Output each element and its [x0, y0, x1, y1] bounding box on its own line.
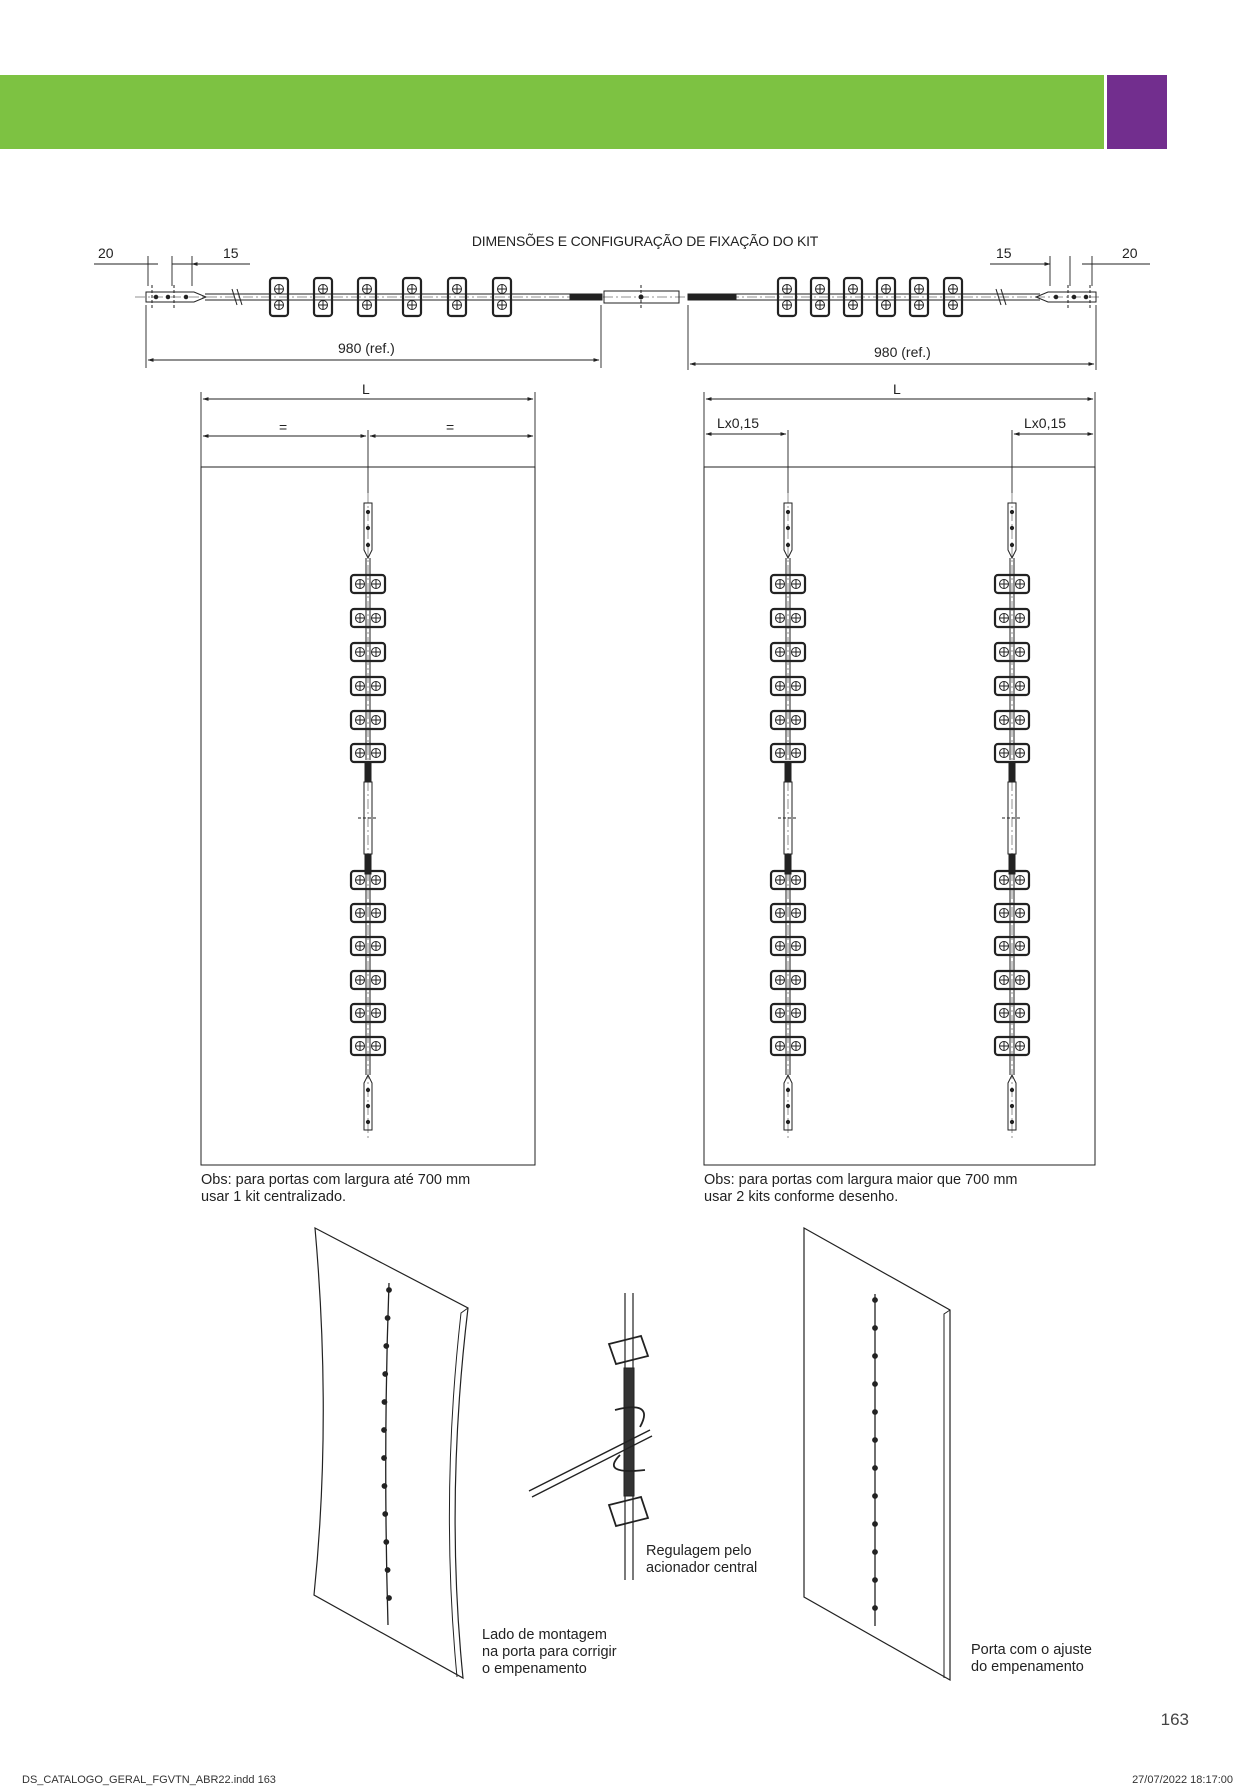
note-left-line2: usar 1 kit centralizado.	[201, 1189, 347, 1205]
diagram-title: DIMENSÕES E CONFIGURAÇÃO DE FIXAÇÃO DO K…	[471, 233, 819, 249]
door-illustrations	[313, 1226, 951, 1682]
bracket-icon	[993, 935, 1031, 957]
panel-left-half-right: =	[446, 419, 455, 435]
door-panels	[200, 466, 1096, 1166]
panel-right-offset-right: Lx0,15	[1024, 415, 1067, 431]
note-left: Obs: para portas com largura até 700 mm …	[201, 1172, 470, 1206]
kit-vertical-icon	[349, 493, 387, 1138]
note-left-line1: Obs: para portas com largura até 700 mm	[201, 1172, 471, 1188]
caption-warped-line3: o empenamento	[482, 1661, 587, 1677]
kit-vertical-icon	[769, 493, 807, 1138]
door-panel-right	[703, 466, 1096, 1166]
caption-adjust-line2: acionador central	[646, 1560, 758, 1576]
caption-warped-line2: na porta para corrigir	[482, 1644, 617, 1660]
panel-left-half-left: =	[279, 419, 288, 435]
caption-warped-line1: Lado de montagem	[482, 1627, 607, 1643]
caption-straight: Porta com o ajuste do empenamento	[971, 1642, 1092, 1676]
dimension-lines	[94, 256, 1150, 493]
panel-left-width-label: L	[362, 381, 370, 397]
length-right-label: 980 (ref.)	[874, 344, 931, 360]
length-left-label: 980 (ref.)	[338, 340, 395, 356]
note-right-line1: Obs: para portas com largura maior que 7…	[704, 1172, 1018, 1188]
bracket-icon	[312, 276, 334, 318]
door-panel-left	[200, 466, 536, 1166]
header-banner-purple	[1107, 75, 1167, 149]
footer-timestamp: 27/07/2022 18:17:00	[1132, 1774, 1233, 1786]
adjustment-detail-illustration	[528, 1293, 653, 1580]
bracket-icon	[491, 276, 513, 318]
bracket-icon	[401, 276, 423, 318]
page-number: 163	[1160, 1710, 1189, 1729]
bracket-icon	[942, 276, 964, 318]
kit-vertical-icon	[993, 493, 1031, 1138]
footer-filename: DS_CATALOGO_GERAL_FGVTN_ABR22.indd 163	[22, 1774, 276, 1786]
panel-right-width-label: L	[893, 381, 901, 397]
note-right: Obs: para portas com largura maior que 7…	[704, 1172, 1018, 1206]
caption-adjust-line1: Regulagem pelo	[646, 1543, 752, 1559]
dim-left-end: 20	[98, 245, 114, 261]
panel-right-offset-left: Lx0,15	[717, 415, 760, 431]
bracket-icon	[349, 935, 387, 957]
straight-door-illustration	[803, 1226, 951, 1682]
caption-straight-line1: Porta com o ajuste	[971, 1642, 1092, 1658]
caption-straight-line2: do empenamento	[971, 1659, 1084, 1675]
dim-right-gap: 15	[996, 245, 1012, 261]
kit-top-view	[135, 276, 1100, 318]
caption-warped: Lado de montagem na porta para corrigir …	[482, 1627, 617, 1678]
bracket-icon	[993, 742, 1031, 764]
bracket-icon	[769, 935, 807, 957]
caption-adjust: Regulagem pelo acionador central	[646, 1543, 757, 1577]
dim-right-end: 20	[1122, 245, 1138, 261]
header-banner-green	[0, 75, 1104, 149]
note-right-line2: usar 2 kits conforme desenho.	[704, 1189, 899, 1205]
dim-left-gap: 15	[223, 245, 239, 261]
warped-door-illustration	[313, 1226, 469, 1680]
